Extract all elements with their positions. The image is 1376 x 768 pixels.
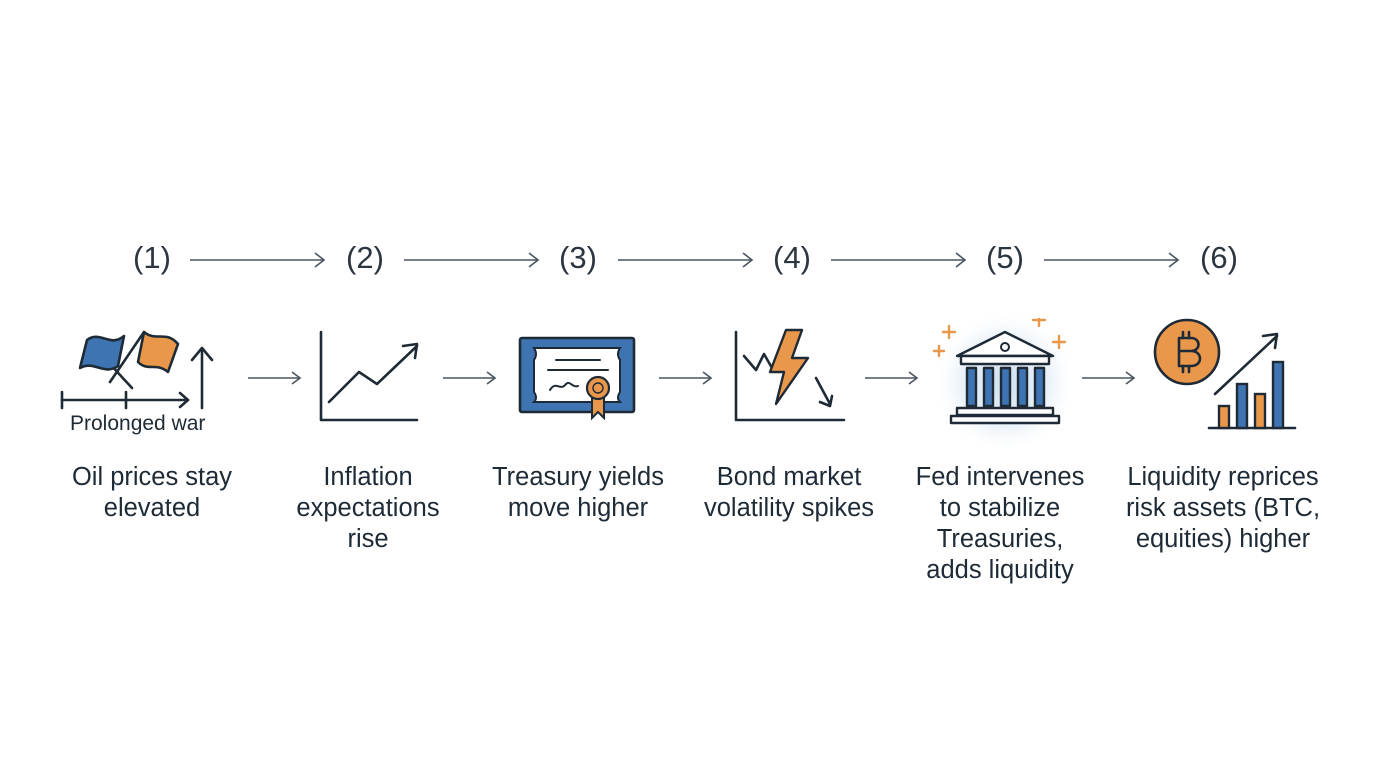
icon-arrow-icon	[443, 371, 497, 385]
caption-line: expectations	[296, 494, 440, 522]
bitcoin-bar-chart-icon	[1153, 318, 1297, 430]
rising-line-chart-icon	[319, 330, 419, 422]
step-6-number: (6)	[1200, 240, 1238, 275]
top-arrow-icon	[1044, 252, 1180, 268]
treasury-certificate-icon	[518, 336, 636, 421]
step-6-caption: Liquidity reprices risk assets (BTC, equ…	[1123, 462, 1323, 555]
war-flags-icon	[60, 330, 214, 410]
caption-line: Inflation	[323, 463, 413, 491]
step-2-caption: Inflation expectations rise	[268, 462, 468, 555]
icon-arrow-icon	[865, 371, 919, 385]
caption-line: Treasury yields	[492, 463, 664, 491]
top-arrow-icon	[190, 252, 326, 268]
caption-line: Treasuries,	[936, 525, 1064, 553]
volatility-lightning-chart-icon	[734, 328, 846, 422]
top-arrow-icon	[831, 252, 967, 268]
central-bank-icon	[932, 318, 1077, 450]
step-2-number: (2)	[346, 240, 384, 275]
step-4-number: (4)	[773, 240, 811, 275]
caption-line: move higher	[507, 494, 649, 522]
step-5-number: (5)	[986, 240, 1024, 275]
icon-arrow-icon	[248, 371, 302, 385]
step-1-number: (1)	[133, 240, 171, 275]
icon-arrow-icon	[1082, 371, 1136, 385]
caption-line: to stabilize	[939, 494, 1061, 522]
caption-line: Fed intervenes	[915, 463, 1085, 491]
caption-line: equities) higher	[1135, 525, 1311, 553]
caption-line: elevated	[103, 494, 201, 522]
step-3-caption: Treasury yields move higher	[478, 462, 678, 524]
caption-line: Bond market	[716, 463, 862, 491]
step-5-caption: Fed intervenes to stabilize Treasuries, …	[900, 462, 1100, 586]
caption-line: Oil prices stay	[71, 463, 233, 491]
caption-line: risk assets (BTC,	[1125, 494, 1321, 522]
top-arrow-icon	[618, 252, 754, 268]
top-arrow-icon	[404, 252, 540, 268]
caption-line: volatility spikes	[703, 494, 875, 522]
step-1-caption: Oil prices stay elevated	[52, 462, 252, 524]
caption-line: Liquidity reprices	[1127, 463, 1319, 491]
step-4-caption: Bond market volatility spikes	[689, 462, 889, 524]
caption-line: adds liquidity	[926, 556, 1074, 584]
icon-arrow-icon	[659, 371, 713, 385]
caption-line: rise	[347, 525, 389, 553]
prolonged-war-label: Prolonged war	[70, 412, 206, 435]
step-3-number: (3)	[559, 240, 597, 275]
